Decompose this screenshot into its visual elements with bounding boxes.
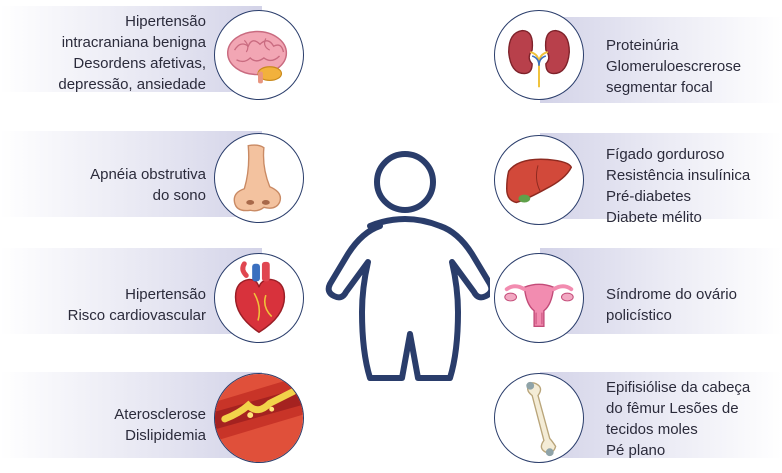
person-silhouette-icon <box>320 146 490 386</box>
liver-icon <box>495 136 583 224</box>
nose-circle <box>214 133 304 223</box>
nose-icon <box>215 134 303 222</box>
brain-icon <box>215 11 303 99</box>
uterus-circle <box>494 253 584 343</box>
bone-circle <box>494 373 584 463</box>
brain-circle <box>214 10 304 100</box>
heart-circle <box>214 253 304 343</box>
kidneys-icon <box>495 11 583 99</box>
uterus-ovaries-icon <box>495 254 583 342</box>
artery-plaque-icon <box>215 374 303 462</box>
liver-circle <box>494 135 584 225</box>
artery-circle <box>214 373 304 463</box>
kidneys-circle <box>494 10 584 100</box>
heart-icon <box>215 254 303 342</box>
femur-bone-icon <box>495 374 583 462</box>
